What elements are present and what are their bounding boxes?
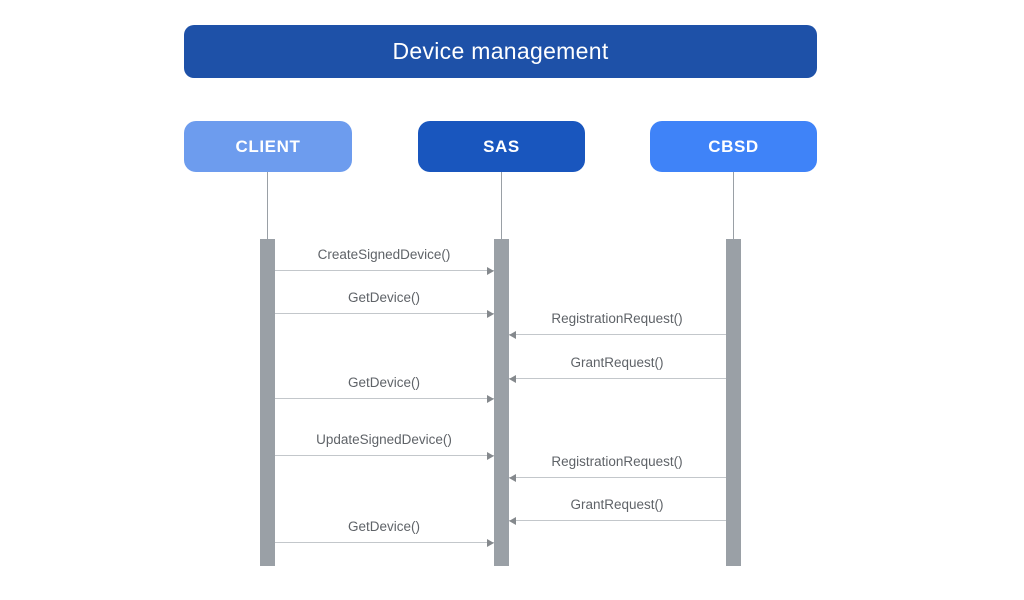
actor-box-sas: SAS [418, 121, 585, 172]
message-label: GrantRequest() [570, 497, 664, 512]
arrow-head-icon [486, 394, 494, 403]
message-label: CreateSignedDevice() [317, 247, 451, 262]
message-line [274, 269, 494, 271]
message-line [274, 541, 494, 543]
message-label: GetDevice() [347, 290, 420, 305]
arrow-head-icon [508, 374, 516, 383]
diagram-title-text: Device management [392, 38, 609, 64]
activation-bar-sas [493, 239, 509, 566]
message-label: GrantRequest() [570, 355, 664, 370]
message-8-getdevice: GetDevice() [274, 519, 494, 547]
activation-bar-client [259, 239, 275, 566]
actor-label-client: CLIENT [235, 136, 301, 156]
message-0-createsigneddevice: CreateSignedDevice() [274, 247, 494, 275]
arrow-head-icon [508, 330, 516, 339]
arrow-head-icon [508, 473, 516, 482]
message-line [274, 397, 494, 399]
message-3-grantrequest: GrantRequest() [508, 355, 726, 383]
message-5-updatesigneddevice: UpdateSignedDevice() [274, 432, 494, 460]
actor-box-cbsd: CBSD [650, 121, 817, 172]
actor-box-client: CLIENT [184, 121, 352, 172]
arrow-head-icon [486, 266, 494, 275]
message-line [508, 377, 726, 379]
message-line [508, 476, 726, 478]
actor-label-sas: SAS [483, 136, 520, 156]
message-1-getdevice: GetDevice() [274, 290, 494, 318]
lifeline-cbsd [733, 172, 734, 239]
arrow-head-icon [486, 451, 494, 460]
arrow-head-icon [508, 516, 516, 525]
lifeline-sas [501, 172, 502, 239]
message-label: GetDevice() [347, 519, 420, 534]
message-6-registrationrequest: RegistrationRequest() [508, 454, 726, 482]
arrow-head-icon [486, 309, 494, 318]
message-label: RegistrationRequest() [551, 311, 683, 326]
actor-label-cbsd: CBSD [708, 136, 759, 156]
arrow-head-icon [486, 538, 494, 547]
lifeline-client [267, 172, 268, 239]
message-line [274, 312, 494, 314]
message-label: GetDevice() [347, 375, 420, 390]
message-line [508, 519, 726, 521]
message-line [274, 454, 494, 456]
message-label: UpdateSignedDevice() [316, 432, 452, 447]
message-7-grantrequest: GrantRequest() [508, 497, 726, 525]
message-label: RegistrationRequest() [551, 454, 683, 469]
activation-bar-cbsd [725, 239, 741, 566]
message-2-registrationrequest: RegistrationRequest() [508, 311, 726, 339]
message-line [508, 333, 726, 335]
message-4-getdevice: GetDevice() [274, 375, 494, 403]
diagram-title-banner: Device management [184, 25, 817, 78]
